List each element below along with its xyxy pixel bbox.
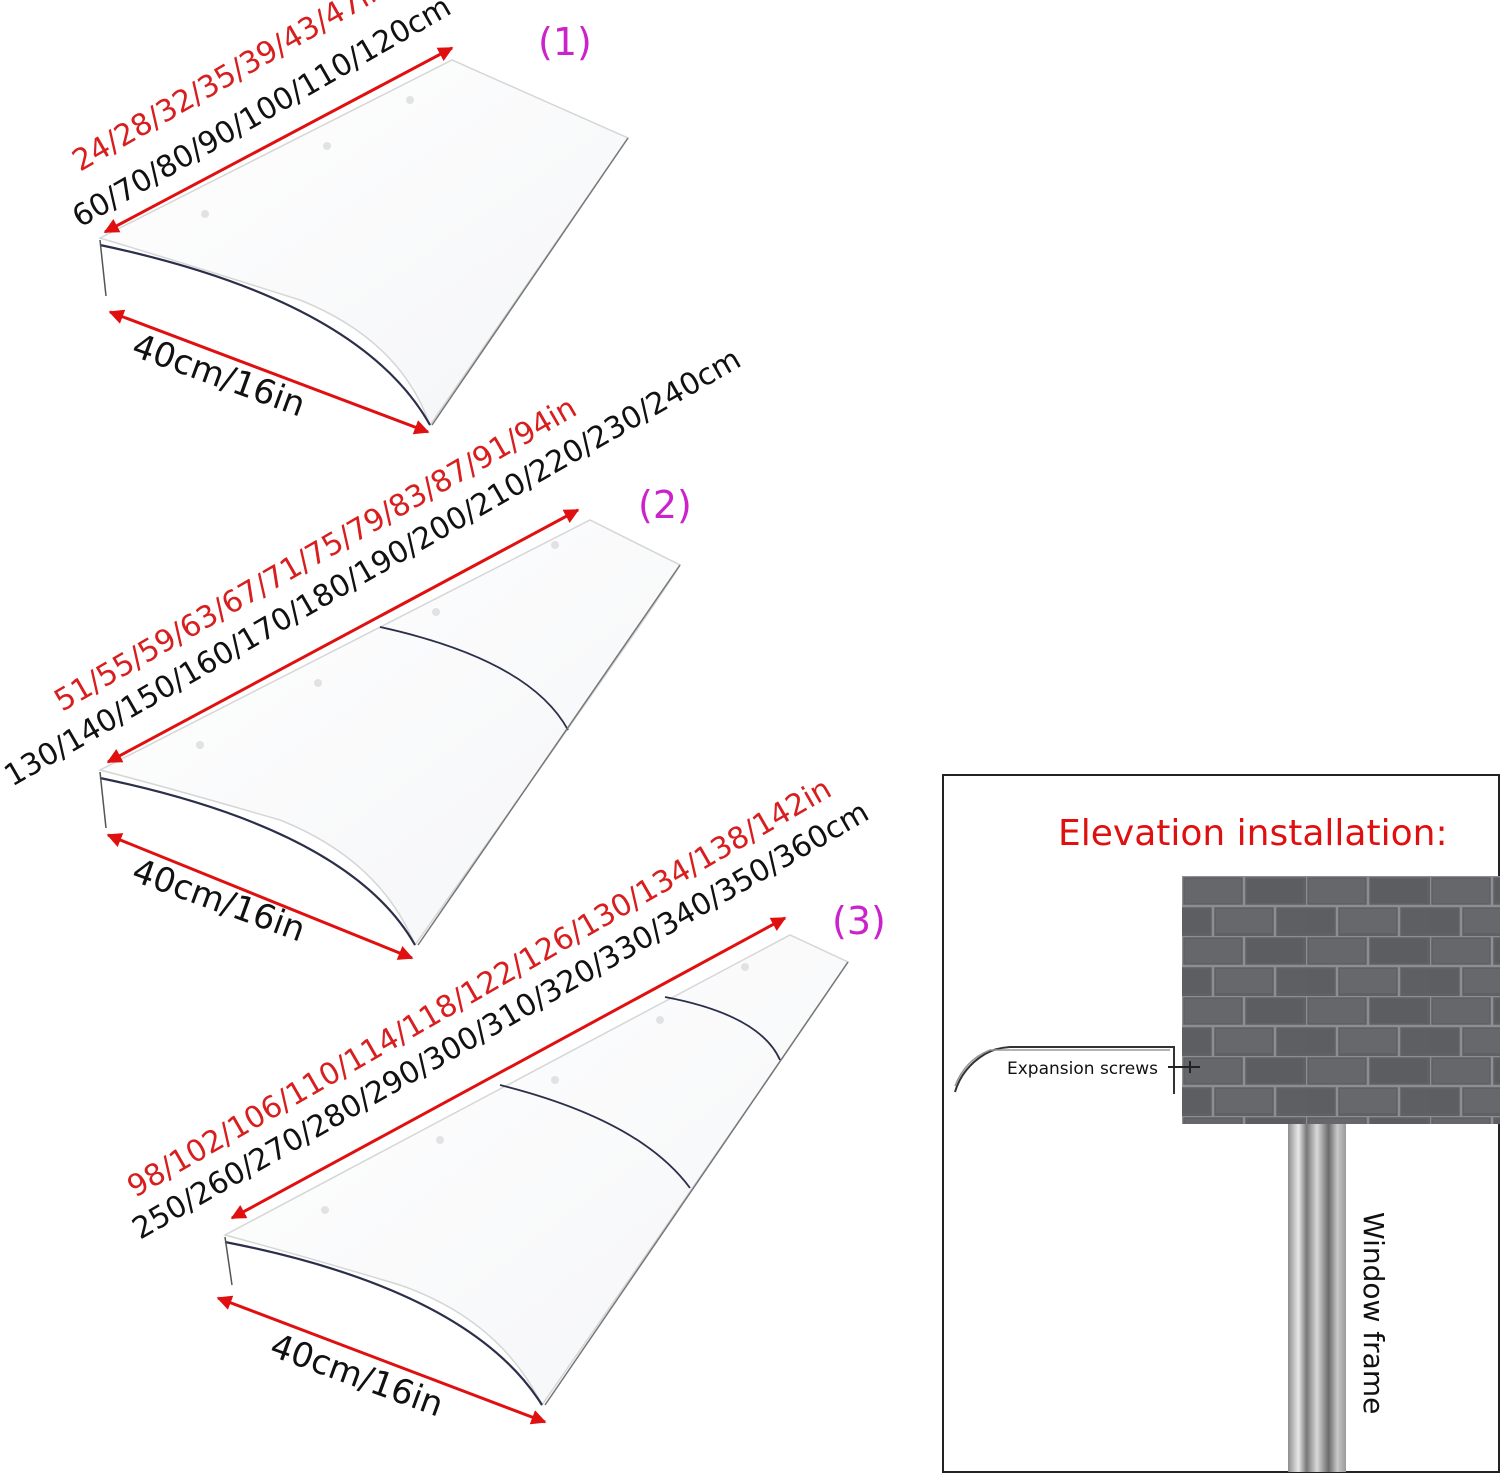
window-frame-label: Window frame [1357,1212,1390,1414]
mount-hole [314,679,322,687]
mount-hole [321,1206,329,1214]
canopy-1-depth-label: 40cm/16in [127,326,311,425]
canopy-2-length-arrow [106,508,580,764]
canopy-profile-inner [954,1049,1170,1087]
canopy-3-depth-arrow [216,1295,547,1425]
canopy-1-number: (1) [538,20,592,64]
canopy-2-side-edge [99,771,107,829]
brick-wall [1182,876,1500,1124]
mount-hole [551,1076,559,1084]
mount-hole [432,608,440,616]
expansion-screws-label: Expansion screws [1007,1059,1158,1079]
canopy-3: 98/102/106/110/114/118/122/126/130/134/1… [122,771,886,1425]
canopy-profile [954,1046,1175,1094]
mount-hole [323,142,331,150]
mount-hole [436,1136,444,1144]
canopy-3-number: (3) [832,899,886,943]
mount-hole [551,541,559,549]
window-frame-pole [1288,1124,1346,1472]
mount-hole [201,210,209,218]
mount-hole [741,963,749,971]
canopy-1-length-arrow [103,46,454,234]
installation-panel: Elevation installation: Expansion screws… [942,774,1500,1473]
mount-hole [196,741,204,749]
canopy-2: 51/55/59/63/67/71/75/79/83/87/91/94in 13… [0,342,747,960]
canopy-1-depth-arrow [108,309,430,435]
canopy-2-number: (2) [638,483,692,527]
canopy-3-length-arrow [230,916,787,1220]
canopy-1-side-edge [99,239,107,297]
canopy-2-depth-label: 40cm/16in [127,851,311,950]
installation-title: Elevation installation: [1058,813,1448,854]
mount-hole [406,96,414,104]
mount-hole [656,1016,664,1024]
canopy-1-outer-edge [431,137,629,426]
canopy-1: 24/28/32/35/39/43/47in 60/70/80/90/100/1… [67,0,630,435]
canopy-3-side-edge [224,1236,233,1286]
